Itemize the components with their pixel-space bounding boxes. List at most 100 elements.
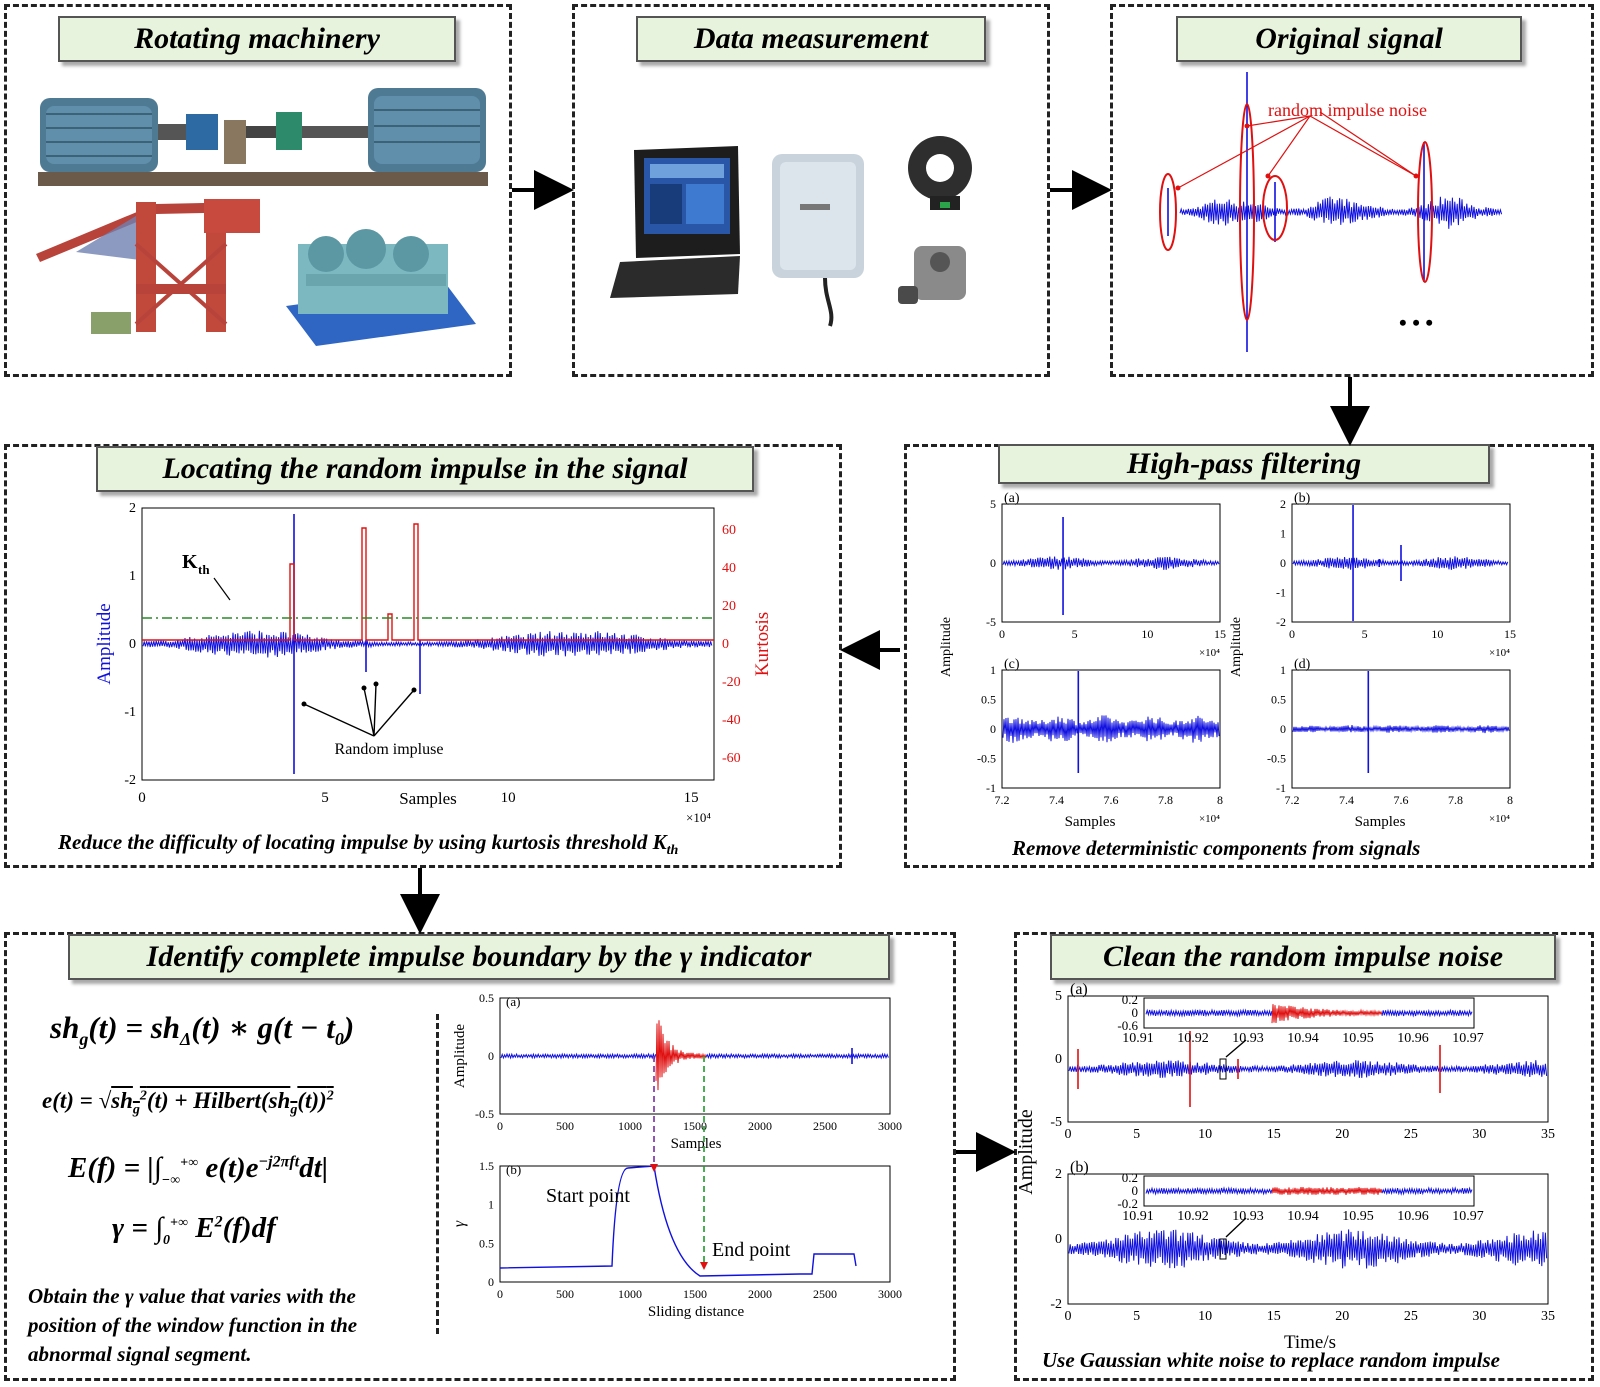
cl-xtick-b: 5 [1133, 1309, 1140, 1324]
start-marker [650, 1164, 658, 1172]
loc-ylabel-right: Kurtosis [752, 612, 773, 676]
hp-xtick: 0 [1289, 627, 1295, 641]
loc-ytick-right: -40 [722, 713, 741, 728]
bd-xtick-a: 0 [497, 1119, 503, 1133]
loc-ytick-left: -2 [124, 773, 136, 788]
bd-ytick-a: 0 [488, 1049, 494, 1063]
hp-ytick: 5 [990, 497, 996, 511]
bd-label-a: (a) [506, 994, 520, 1009]
cl-xtick-b: 25 [1404, 1309, 1418, 1324]
start-point-label: Start point [546, 1185, 630, 1207]
loc-waveform [142, 630, 713, 658]
cl-inset-ytick: 0.2 [1122, 992, 1138, 1007]
bd-ytick-b: 0 [488, 1275, 494, 1289]
hp-ytick: -0.5 [977, 752, 996, 766]
end-marker [700, 1262, 708, 1270]
cl-ytick-a: -5 [1050, 1115, 1062, 1130]
panel-title-boundary: Identify complete impulse boundary by th… [68, 934, 890, 980]
hp-subplot-label: (b) [1294, 491, 1311, 506]
bd-ytick-a: 0.5 [479, 991, 494, 1005]
bd-xtick-b: 1500 [683, 1287, 707, 1301]
cl-inset-waveform [1381, 1186, 1473, 1196]
annotation-arrow [1246, 115, 1311, 127]
cl-inset-replaced [1271, 1187, 1383, 1195]
cl-inset-xtick: 10.95 [1342, 1031, 1374, 1046]
loc-ytick-right: 40 [722, 561, 736, 576]
hp-xtick: 7.8 [1448, 793, 1463, 807]
equation-envelope: e(t) = √shg2(t) + Hilbert(shg(t))2 [42, 1088, 334, 1118]
loc-ytick-right: -20 [722, 675, 741, 690]
bd-xtick-b: 2000 [748, 1287, 772, 1301]
kth-label: K [182, 551, 198, 573]
hp-subplot-label: (d) [1294, 657, 1311, 672]
bd-ytick-b: 1 [488, 1198, 494, 1212]
cl-inset-xtick: 10.97 [1452, 1031, 1484, 1046]
impulse-pointer-head [361, 685, 367, 691]
bd-xlabel-b: Sliding distance [648, 1304, 745, 1320]
kth-subscript: th [198, 562, 210, 577]
hp-xtick: 7.4 [1339, 793, 1354, 807]
hp-ytick: -1 [1276, 781, 1286, 795]
hp-waveform [1002, 556, 1220, 570]
bd-ytick-b: 0.5 [479, 1236, 494, 1250]
hp-ytick: 1 [990, 663, 996, 677]
cl-xtick-b: 20 [1335, 1309, 1349, 1324]
cl-ytick-b: 0 [1055, 1232, 1062, 1247]
caption-clean: Use Gaussian white noise to replace rand… [1042, 1348, 1500, 1372]
caption-boundary: Obtain the γ value that varies with the … [28, 1284, 358, 1366]
noise-ellipse-4 [1417, 141, 1433, 283]
loc-ytick-right: 20 [722, 599, 736, 614]
impulse-pointer-head [301, 701, 307, 707]
caption-high-pass: Remove deterministic components from sig… [1012, 836, 1421, 860]
bd-waveform-a [705, 1052, 889, 1060]
cl-waveform-a [1068, 1060, 1548, 1078]
loc-xtick: 5 [321, 790, 329, 806]
cl-inset-xtick: 10.93 [1232, 1031, 1264, 1046]
annotation-arrow [1177, 115, 1311, 189]
hp-ytick: -0.5 [1267, 752, 1286, 766]
cl-xtick-a: 35 [1541, 1127, 1555, 1142]
annotation-arrow [1309, 115, 1417, 177]
bd-xtick-a: 3000 [878, 1119, 902, 1133]
bd-ytick-a: -0.5 [475, 1107, 494, 1121]
cl-inset-ytick: 0 [1132, 1005, 1139, 1020]
impulse-pointer [373, 689, 415, 737]
loc-ytick-left: 2 [129, 501, 136, 516]
bd-ylabel-b: γ [451, 1220, 468, 1227]
noise-ellipse-1 [1159, 173, 1177, 251]
bd-xtick-b: 0 [497, 1287, 503, 1301]
hp-xtick: 7.6 [1394, 793, 1409, 807]
hp-ytick: 0 [990, 722, 996, 736]
bd-xlabel-a: Samples [671, 1136, 722, 1152]
loc-ytick-left: 0 [129, 637, 136, 652]
random-impulse-label: Random impluse [335, 741, 444, 758]
loc-ytick-right: -60 [722, 751, 741, 766]
equation-spectrum: E(f) = |∫−∞+∞ e(t)e−j2πftdt| [68, 1152, 329, 1188]
cl-zoom-pointer [1225, 1217, 1247, 1238]
hp-xlabel-right: Samples [1355, 814, 1406, 830]
cl-xtick-b: 30 [1472, 1309, 1486, 1324]
cl-xtick-a: 5 [1133, 1127, 1140, 1142]
bd-xtick-b: 3000 [878, 1287, 902, 1301]
cl-ylabel: Amplitude [1015, 1109, 1037, 1195]
cl-inset-ytick: -0.2 [1117, 1196, 1138, 1211]
equations-divider [436, 1014, 439, 1334]
cl-inset-waveform [1381, 1008, 1473, 1018]
hp-xtick: 5 [1362, 627, 1368, 641]
annotation-arrow-head [1244, 123, 1250, 129]
bd-label-b: (b) [506, 1162, 521, 1177]
hp-xtick: 15 [1504, 627, 1516, 641]
hp-xtick: 7.2 [1285, 793, 1300, 807]
bd-xtick-a: 1000 [618, 1119, 642, 1133]
hp-axes-2 [1001, 669, 1221, 789]
hp-ytick: 0 [1280, 722, 1286, 736]
annotation-arrow [1319, 111, 1417, 177]
cl-inset-ytick: 0.2 [1122, 1170, 1138, 1185]
cl-xtick-b: 15 [1267, 1309, 1281, 1324]
bd-xtick-b: 500 [556, 1287, 574, 1301]
hp-xtick: 7.4 [1049, 793, 1064, 807]
hp-ytick: -5 [986, 615, 996, 629]
loc-axes [141, 507, 715, 781]
cl-inset-xtick: 10.94 [1287, 1031, 1319, 1046]
